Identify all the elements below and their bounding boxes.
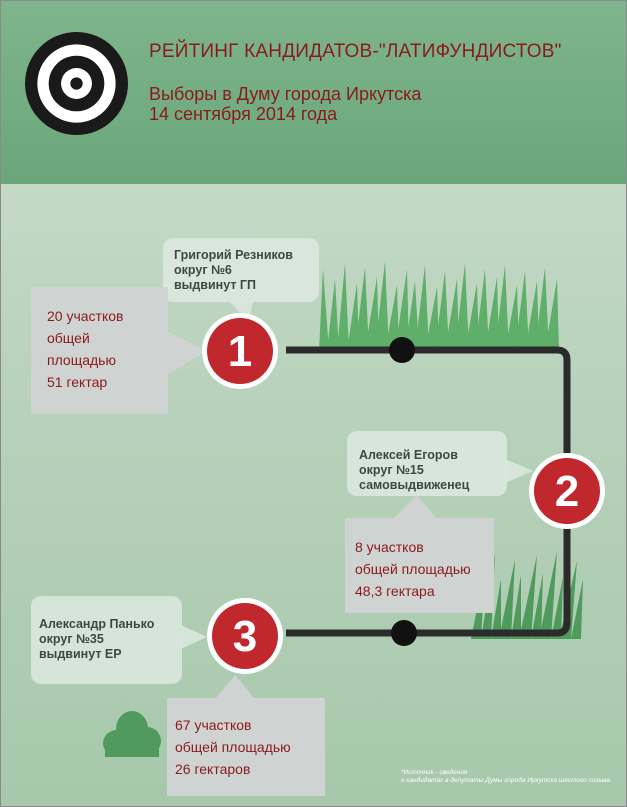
- page-subtitle: Выборы в Думу города Иркутска 14 сентябр…: [149, 84, 619, 124]
- rank-3-number: 3: [233, 612, 257, 661]
- rank-badge-2: 2: [528, 452, 606, 530]
- candidate-2-stat-line-3: 48,3 гектара: [355, 583, 435, 599]
- candidate-2-name: Алексей Егоров: [359, 448, 458, 462]
- candidate-3-stat-line-3: 26 гектаров: [175, 761, 251, 777]
- stat-2-pointer: [393, 495, 437, 519]
- target-icon: [25, 32, 128, 135]
- rank-badge-1: 1: [201, 312, 279, 390]
- bush-bottom-left: [103, 711, 161, 757]
- bubble-3-pointer: [181, 625, 207, 649]
- candidate-2-stat-line-1: 8 участков: [355, 539, 424, 555]
- candidate-1-stats: 20 участков общей площадью 51 гектар: [31, 287, 168, 414]
- source-footnote: *Источник - сведения о кандидатах в депу…: [401, 769, 621, 785]
- candidate-1-stat-line-3: площадью: [47, 352, 116, 368]
- candidate-1-district: округ №6: [174, 263, 232, 277]
- footnote-line-2: о кандидатах в депутаты Думы города Ирку…: [401, 777, 611, 784]
- candidate-1-info: Григорий Резников округ №6 выдвинут ГП: [163, 238, 319, 302]
- page-title: РЕЙТИНГ КАНДИДАТОВ-"ЛАТИФУНДИСТОВ": [149, 41, 562, 62]
- candidate-2-district: округ №15: [359, 463, 424, 477]
- candidate-3-stat-line-1: 67 участков: [175, 717, 252, 733]
- candidate-1-stat-line-2: общей: [47, 330, 90, 346]
- candidate-1-nominated: выдвинут ГП: [174, 278, 256, 292]
- bubble-2-pointer: [505, 459, 533, 483]
- candidate-3-info: Александр Панько округ №35 выдвинут ЕР: [31, 596, 182, 684]
- candidate-2-info: Алексей Егоров округ №15 самовыдвиженец: [347, 431, 507, 496]
- candidate-3-nominated: выдвинут ЕР: [39, 647, 122, 661]
- candidate-1-stat-line-1: 20 участков: [47, 308, 124, 324]
- stat-1-pointer: [167, 331, 207, 375]
- candidate-3-stats: 67 участков общей площадью 26 гектаров: [167, 698, 325, 796]
- grass-top-right: [319, 261, 559, 351]
- subtitle-line-1: Выборы в Думу города Иркутска: [149, 84, 422, 104]
- footnote-line-1: *Источник - сведения: [401, 769, 468, 776]
- stat-3-pointer: [215, 675, 255, 699]
- rank-2-number: 2: [555, 467, 579, 516]
- header-banner: РЕЙТИНГ КАНДИДАТОВ-"ЛАТИФУНДИСТОВ" Выбор…: [1, 1, 626, 184]
- candidate-3-district: округ №35: [39, 632, 104, 646]
- candidate-3-stat-line-2: общей площадью: [175, 739, 291, 755]
- subtitle-line-2: 14 сентября 2014 года: [149, 104, 338, 124]
- candidate-3-name: Александр Панько: [39, 617, 155, 631]
- rank-1-number: 1: [228, 327, 252, 376]
- candidate-2-stats: 8 участков общей площадью 48,3 гектара: [345, 518, 494, 613]
- rank-badge-3: 3: [206, 597, 284, 675]
- candidate-2-nominated: самовыдвиженец: [359, 478, 470, 492]
- candidate-1-stat-line-4: 51 гектар: [47, 374, 108, 390]
- candidate-2-stat-line-2: общей площадью: [355, 561, 471, 577]
- candidate-1-name: Григорий Резников: [174, 248, 293, 262]
